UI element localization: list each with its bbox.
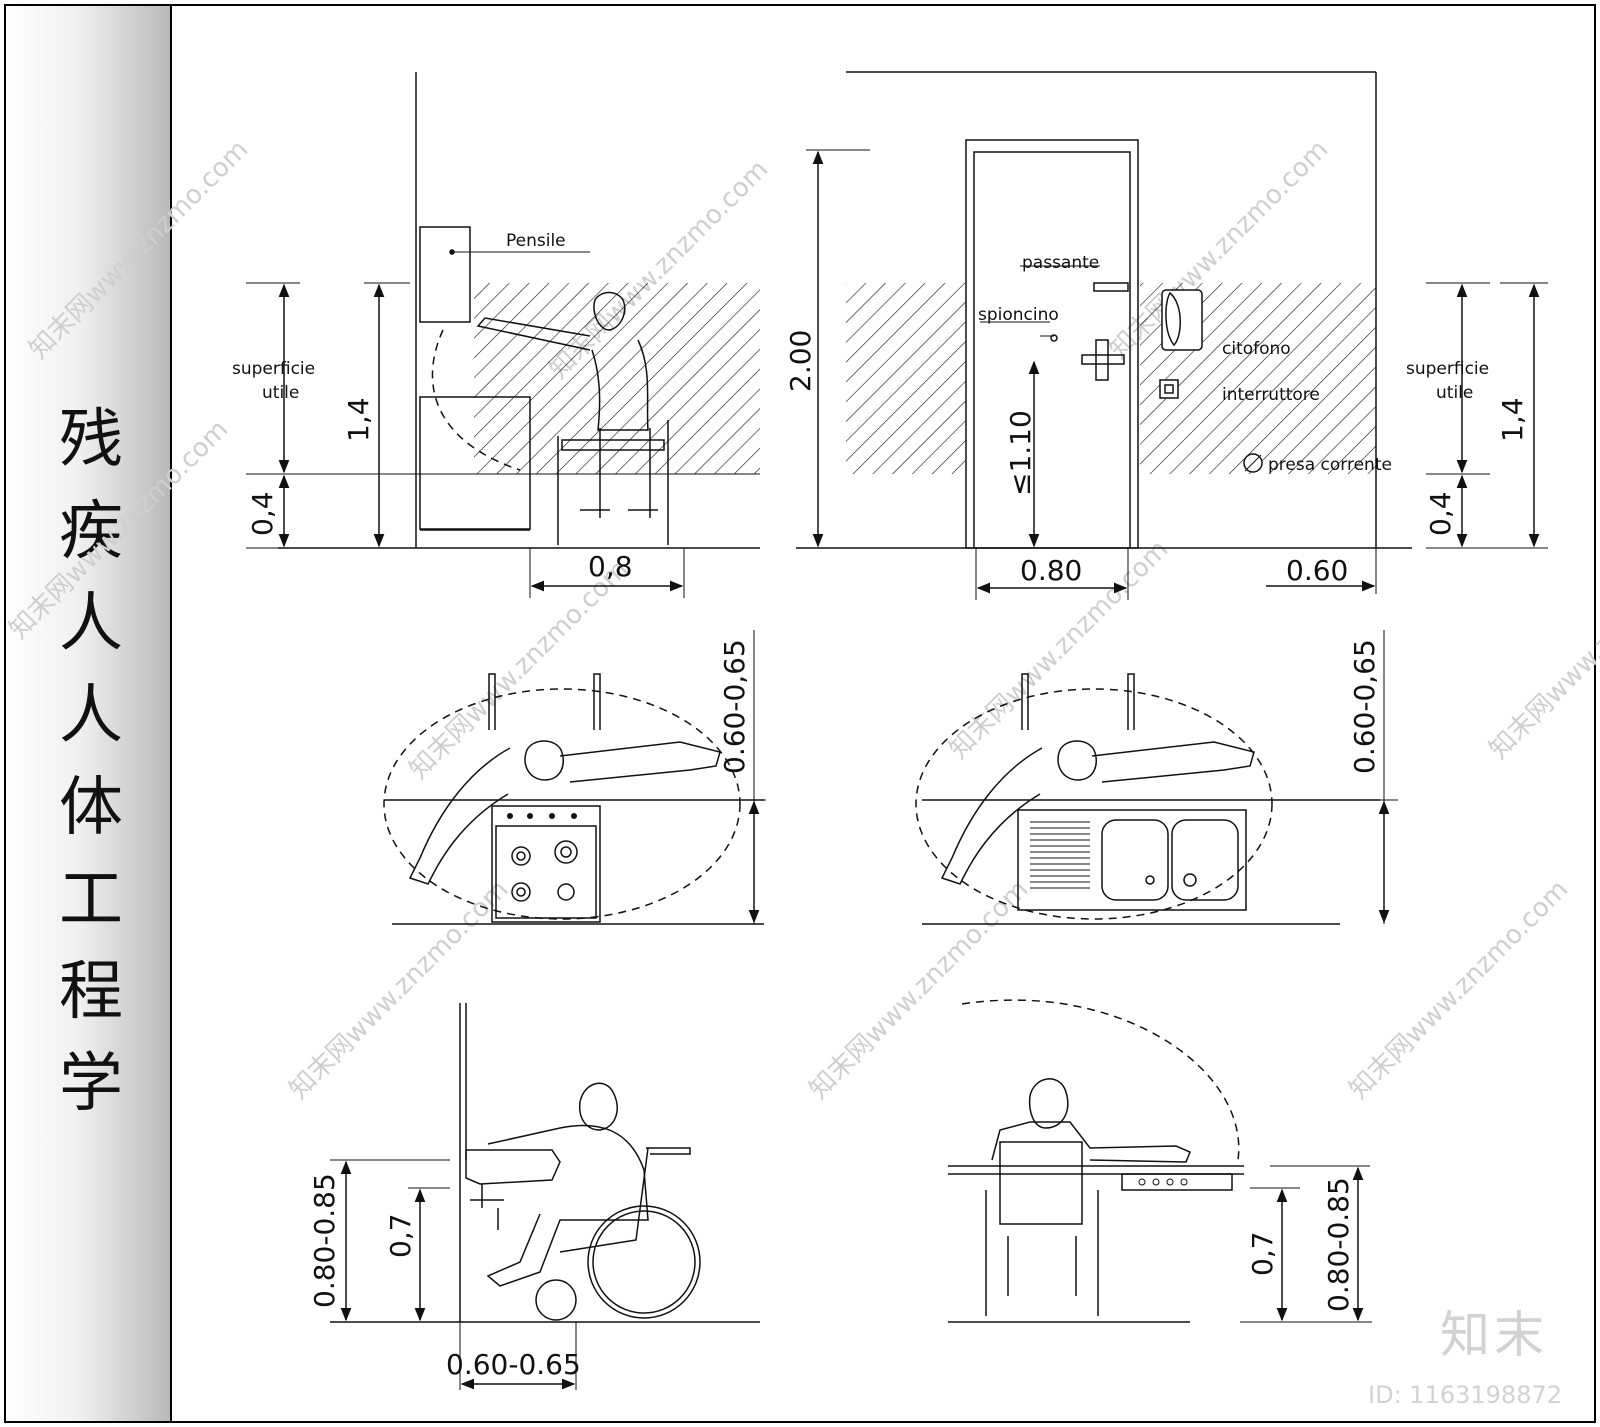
title-char: 工 [59,863,123,937]
watermark: 知末网www.znzmo.com [404,554,635,785]
dim-2-00: 2.00 [784,330,817,392]
dim-0-60: 0.60 [1286,554,1348,587]
label-superficie-right: superficie [1406,359,1489,379]
dim-1-4: 1,4 [342,397,375,442]
watermark: 知末网www.znzmo.com [1484,534,1600,765]
watermark: 知末网www.znzmo.com [4,414,235,645]
sidebar-title: 残 疾 人 人 体 工 程 学 [56,394,126,1130]
dim-0-80: 0.80 [1020,554,1082,587]
title-char: 人 [59,679,123,753]
label-utile-right: utile [1436,383,1473,403]
label-passante: passante [1022,253,1099,273]
label-pensile: Pensile [506,231,566,251]
watermark: 知末网www.znzmo.com [284,874,515,1105]
dim-0-60-0-65-h: 0.60-0.65 [446,1348,581,1381]
title-char: 残 [59,403,123,477]
watermark: 知末网www.znzmo.com [24,134,255,365]
sidebar: 残 疾 人 人 体 工 程 学 [6,6,172,1421]
watermark: 知末网www.znzmo.com [1344,874,1575,1105]
label-superficie: superficie [232,359,315,379]
title-char: 疾 [59,495,123,569]
title-char: 体 [59,771,123,845]
dimension-text: 1,4 0,4 0,8 2.00 ≤1.10 0.80 0.60 0,4 1,4… [246,330,1529,1381]
title-char: 人 [59,587,123,661]
dim-0-60-0-65-sink: 0.60-0,65 [1348,639,1381,774]
label-spioncino: spioncino [978,305,1059,325]
dim-0-4-right: 0,4 [1424,491,1457,536]
watermark-layer: 知末网www.znzmo.com 知末网www.znzmo.com 知末网www… [4,134,1600,1105]
plan-stove [383,630,766,925]
label-citofono: citofono [1222,339,1291,359]
brand-logo: 知末 [1440,1306,1548,1364]
label-presa-corrente: presa corrente [1268,455,1392,475]
title-char: 程 [59,955,123,1029]
label-utile: utile [262,383,299,403]
dim-0-80-0-85-right: 0.80-0.85 [1322,1177,1355,1312]
drawing-frame: 残 疾 人 人 体 工 程 学 [4,4,1596,1423]
dim-1-10: ≤1.10 [1004,410,1037,496]
title-char: 学 [59,1047,123,1121]
dim-0-7: 0,7 [384,1213,417,1258]
elevation-door-wall [796,71,1548,600]
dim-1-4-right: 1,4 [1496,397,1529,442]
elevation-kitchen-side [246,72,760,598]
dim-0-8: 0,8 [588,550,633,583]
plan-sink [915,630,1398,925]
elevation-washbasin [330,1003,760,1390]
watermark: 知末网www.znzmo.com [804,874,1035,1105]
brand-id: ID: 1163198872 [1368,1381,1562,1409]
dim-0-60-0-65-stove: 0.60-0,65 [718,639,751,774]
label-interruttore: interruttore [1222,385,1320,405]
elevation-counter-front [948,999,1372,1323]
dim-0-4: 0,4 [246,491,279,536]
dim-0-80-0-85: 0.80-0.85 [308,1173,341,1308]
labels: Pensile superficie utile passante spionc… [232,231,1489,475]
dim-0-7-right: 0,7 [1246,1231,1279,1276]
